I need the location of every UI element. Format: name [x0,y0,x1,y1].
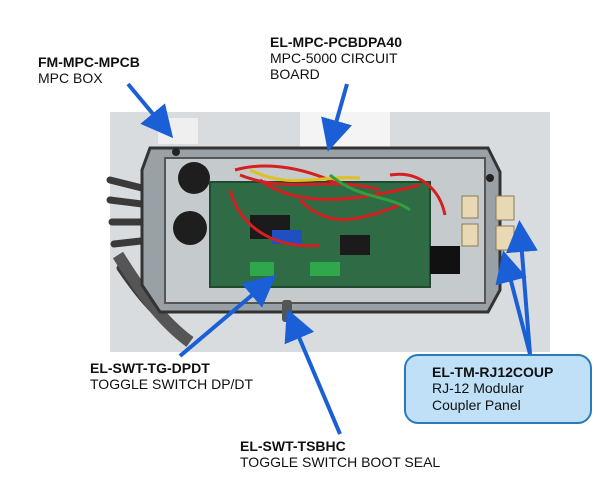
arrow-boot-seal [284,308,342,435]
part-number: EL-MPC-PCBDPA40 [270,34,402,50]
label-mpc-box: FM-MPC-MPCB MPC BOX [38,54,140,86]
callout-rj12-coupler: EL-TM-RJ12COUP RJ-12 Modular Coupler Pan… [404,354,592,424]
green-terminal [310,262,340,276]
arrow-rj12-a [495,250,532,355]
part-number: EL-SWT-TG-DPDT [90,360,210,376]
grommet [178,162,210,194]
callout-arrows [126,82,538,435]
grommet [173,211,207,245]
part-description: Coupler Panel [432,396,521,413]
white-card [158,118,198,144]
part-description: MPC-5000 CIRCUIT [270,50,398,67]
part-description: MPC BOX [38,70,103,87]
braided-cable [112,251,194,347]
rj12-coupler [495,195,515,221]
label-circuit-board: EL-MPC-PCBDPA40 MPC-5000 CIRCUIT BOARD [270,34,402,82]
relay [430,246,460,274]
green-wire [329,173,411,212]
green-terminal [250,262,274,276]
part-description: RJ-12 Modular [432,380,524,396]
arrow-mpc-box [126,82,174,139]
label-toggle-switch: EL-SWT-TG-DPDT TOGGLE SWITCH DP/DT [90,360,253,392]
part-description: TOGGLE SWITCH BOOT SEAL [240,454,441,471]
label-boot-seal: EL-SWT-TSBHC TOGGLE SWITCH BOOT SEAL [240,438,440,470]
rj12-coupler [461,223,479,247]
arrow-circuit-board [321,83,352,152]
white-card [300,112,390,152]
screw [486,174,494,182]
rj12-coupler [461,195,479,219]
part-number: EL-TM-RJ12COUP [432,364,554,380]
part-description: TOGGLE SWITCH DP/DT [90,376,254,393]
part-description: BOARD [270,66,320,83]
part-number: FM-MPC-MPCB [38,54,140,70]
yellow-wire [249,168,361,183]
arrow-toggle-switch [178,274,277,358]
arrow-rj12-b [505,220,538,355]
red-wires [228,164,447,248]
screw [172,148,180,156]
rj12-coupler [495,225,515,251]
board-chip [340,235,370,255]
part-number: EL-SWT-TSBHC [240,438,346,454]
